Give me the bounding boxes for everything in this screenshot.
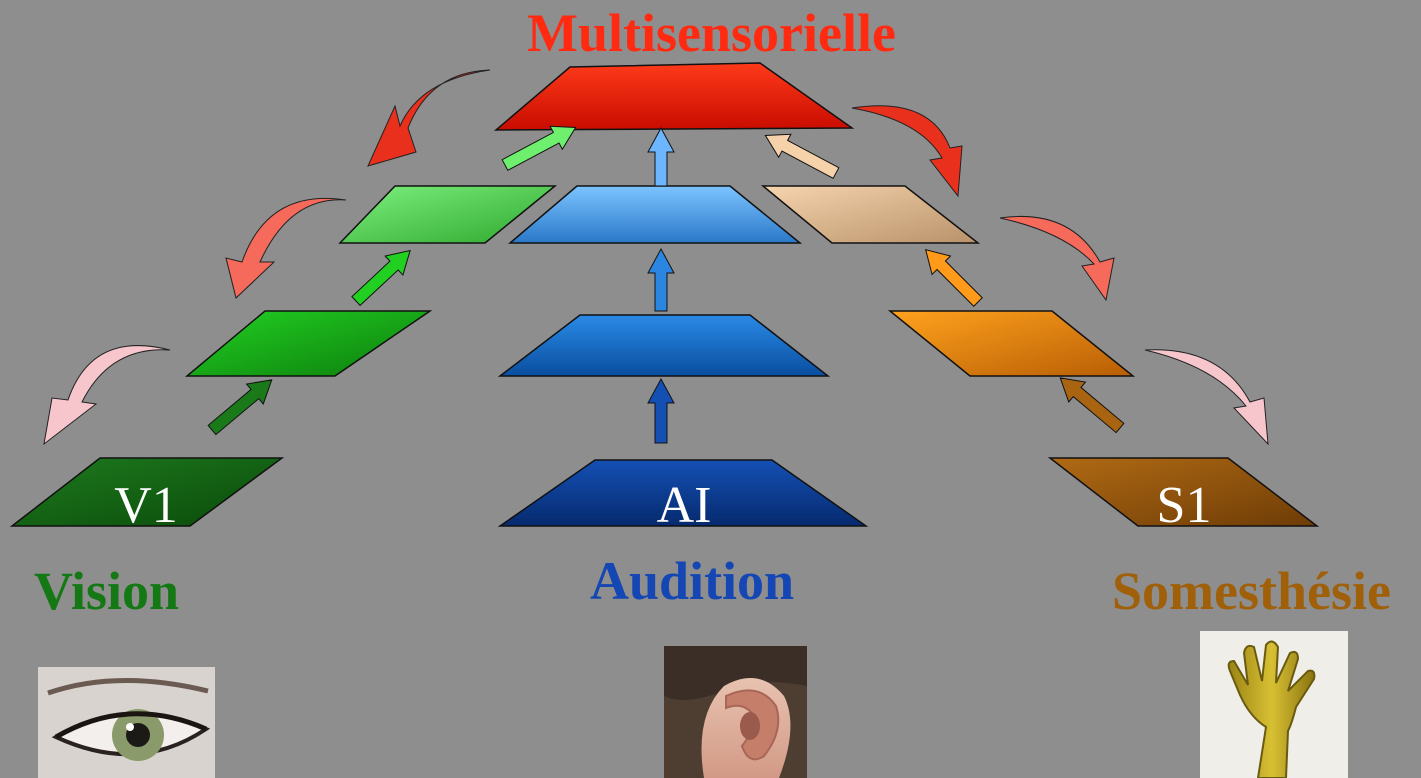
somesthesie-plane-3 — [760, 185, 981, 244]
arrow-audition-3-to-multi — [647, 126, 675, 187]
curved-arrow-multi-to-somesthesie — [851, 105, 963, 198]
vision-plane-2 — [184, 310, 433, 377]
vision-title: Vision — [34, 561, 180, 621]
arrow-audition-2-to-3 — [647, 247, 675, 312]
label-ai: AI — [657, 477, 712, 534]
audition-plane-3 — [507, 185, 803, 244]
audition-plane-2 — [497, 314, 831, 377]
curved-arrow-vision-2-to-1 — [43, 345, 171, 446]
somesthesie-plane-2 — [887, 310, 1136, 377]
somesthesie-plane-1 — [1047, 457, 1320, 527]
ear-photo — [664, 646, 807, 778]
arrow-vision-3-to-multi — [501, 125, 577, 171]
multisensory-title: Multisensorielle — [527, 3, 896, 63]
curved-arrow-vision-3-to-2 — [225, 197, 347, 299]
eye-photo — [38, 667, 215, 778]
curved-arrow-somesthesie-2-to-1 — [1144, 349, 1269, 446]
multisensory-plane — [493, 62, 855, 131]
audition-plane-1 — [497, 459, 869, 527]
vision-plane-1 — [9, 457, 285, 527]
label-s1: S1 — [1157, 477, 1212, 534]
arrow-vision-2-to-3 — [351, 249, 411, 307]
label-v1: V1 — [114, 477, 178, 534]
curved-arrow-somesthesie-3-to-2 — [999, 215, 1115, 302]
audition-title: Audition — [590, 551, 795, 611]
vision-plane-3 — [338, 185, 558, 244]
arrow-somesthesie-3-to-multi — [764, 133, 840, 179]
somesthesie-title: Somesthésie — [1112, 561, 1391, 621]
hand-sculpture-photo — [1200, 631, 1348, 778]
curved-arrow-multi-to-vision — [367, 69, 491, 167]
arrow-somesthesie-2-to-3 — [924, 248, 983, 307]
arrow-somesthesie-1-to-2 — [1059, 377, 1125, 434]
arrow-audition-1-to-2 — [647, 377, 675, 444]
arrow-vision-1-to-2 — [207, 379, 273, 436]
